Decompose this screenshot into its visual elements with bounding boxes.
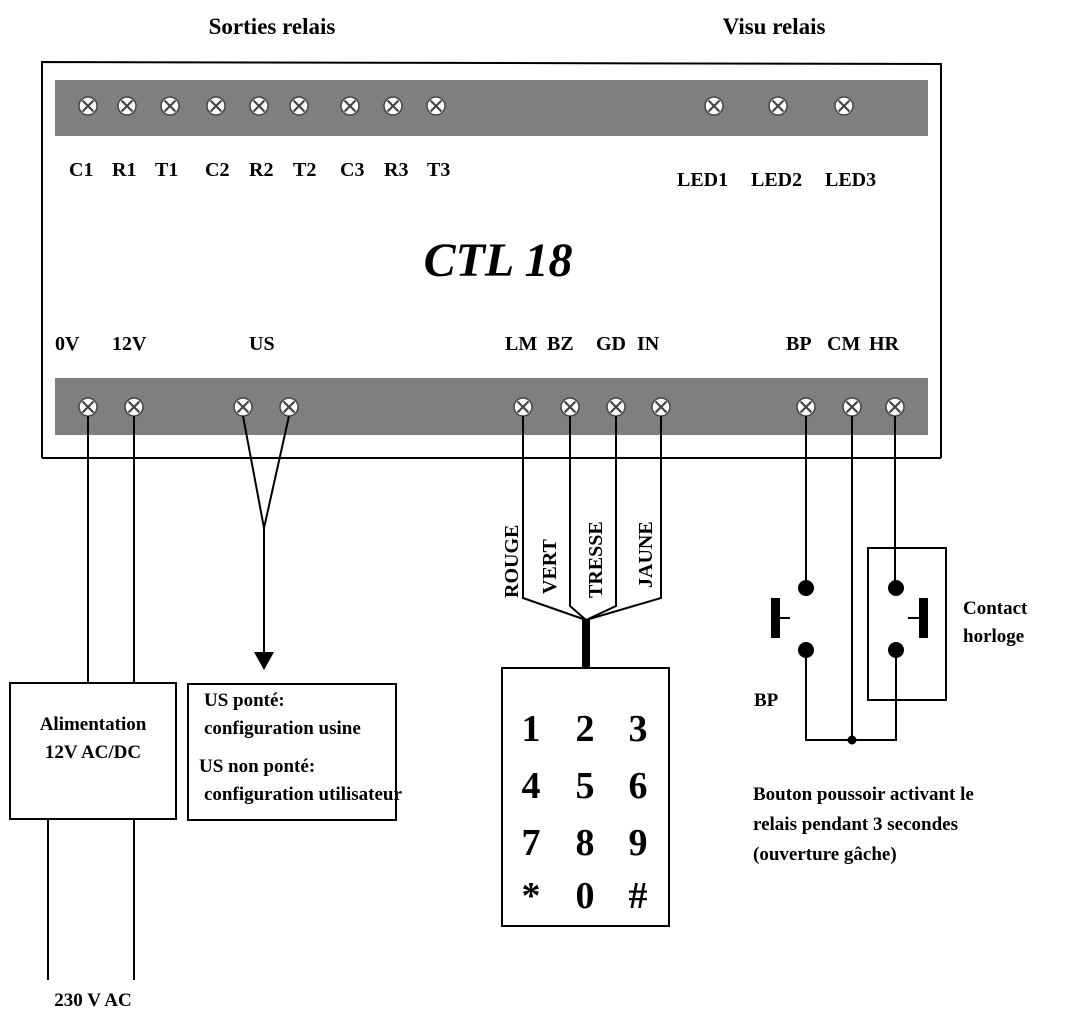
wire-label-tresse: TRESSE <box>585 521 607 598</box>
terminal-label-us: US <box>249 333 275 355</box>
note-line-1: Bouton poussoir activant le <box>753 784 974 805</box>
note-line-2: relais pendant 3 secondes <box>753 814 958 835</box>
config-line-4: configuration utilisateur <box>204 784 402 805</box>
keypad-key: 9 <box>629 822 648 864</box>
terminal-label-lm: LM <box>505 333 537 355</box>
bottom-terminal-strip <box>55 378 928 435</box>
terminal-label-bz: BZ <box>547 333 574 355</box>
terminal-label-c2: C2 <box>205 159 229 181</box>
top-terminal-strip <box>55 80 928 136</box>
power-supply-box <box>9 682 177 820</box>
terminal-label-t1: T1 <box>155 159 178 181</box>
keypad-key: 7 <box>522 822 541 864</box>
keypad-key: 3 <box>629 708 648 750</box>
terminal-label-r2: R2 <box>249 159 273 181</box>
terminal-label-r3: R3 <box>384 159 408 181</box>
keypad-box <box>501 667 670 927</box>
device-name: CTL 18 <box>424 234 573 287</box>
terminal-label-0v: 0V <box>55 333 80 355</box>
keypad-key: # <box>629 875 648 917</box>
wire-label-rouge: ROUGE <box>501 525 523 598</box>
keypad-key: 1 <box>522 708 541 750</box>
junction-dot <box>847 735 857 745</box>
config-line-3: US non ponté: <box>199 756 315 777</box>
clock-contact-label-2: horloge <box>963 626 1024 647</box>
header-relay-outputs: Sorties relais <box>209 14 336 39</box>
terminal-label-hr: HR <box>869 333 900 355</box>
note-line-3: (ouverture gâche) <box>753 844 897 865</box>
terminal-label-led2: LED2 <box>751 169 802 191</box>
push-button-bp <box>771 580 814 658</box>
power-supply-label-2: 12V AC/DC <box>45 742 141 763</box>
clock-contact-box <box>867 547 947 701</box>
keypad-key: 5 <box>576 765 595 807</box>
wire-label-vert: VERT <box>539 538 561 594</box>
keypad-key: 4 <box>522 765 541 807</box>
header-relay-display: Visu relais <box>723 14 826 39</box>
terminal-label-bp: BP <box>786 333 812 355</box>
terminal-label-in: IN <box>637 333 660 355</box>
terminal-label-c3: C3 <box>340 159 364 181</box>
clock-contact <box>888 580 928 658</box>
config-line-2: configuration usine <box>204 718 361 739</box>
power-supply-label-1: Alimentation <box>40 714 147 735</box>
clock-contact-label-1: Contact <box>963 598 1028 619</box>
wire-label-jaune: JAUNE <box>635 521 657 588</box>
terminal-label-cm: CM <box>827 333 860 355</box>
terminal-label-12v: 12V <box>112 333 147 355</box>
terminal-label-led3: LED3 <box>825 169 876 191</box>
keypad-key: 8 <box>576 822 595 864</box>
contact-wires <box>805 416 897 741</box>
keypad-key: 0 <box>576 875 595 917</box>
terminal-label-gd: GD <box>596 333 626 355</box>
terminal-label-t2: T2 <box>293 159 316 181</box>
mains-label: 230 V AC <box>54 990 131 1011</box>
keypad-wires <box>522 416 662 621</box>
config-line-1: US ponté: <box>204 690 285 711</box>
keypad-key: * <box>522 875 541 917</box>
keypad-key: 6 <box>629 765 648 807</box>
terminal-label-c1: C1 <box>69 159 93 181</box>
terminal-label-r1: R1 <box>112 159 136 181</box>
config-box <box>187 683 397 821</box>
device-enclosure <box>41 60 942 458</box>
terminal-label-led1: LED1 <box>677 169 728 191</box>
terminal-label-t3: T3 <box>427 159 450 181</box>
keypad-key: 2 <box>576 708 595 750</box>
us-arrow-head <box>254 652 274 670</box>
bp-label: BP <box>754 690 779 711</box>
keypad-keys: 1 2 3 4 5 6 7 8 9 * 0 # <box>522 708 648 917</box>
